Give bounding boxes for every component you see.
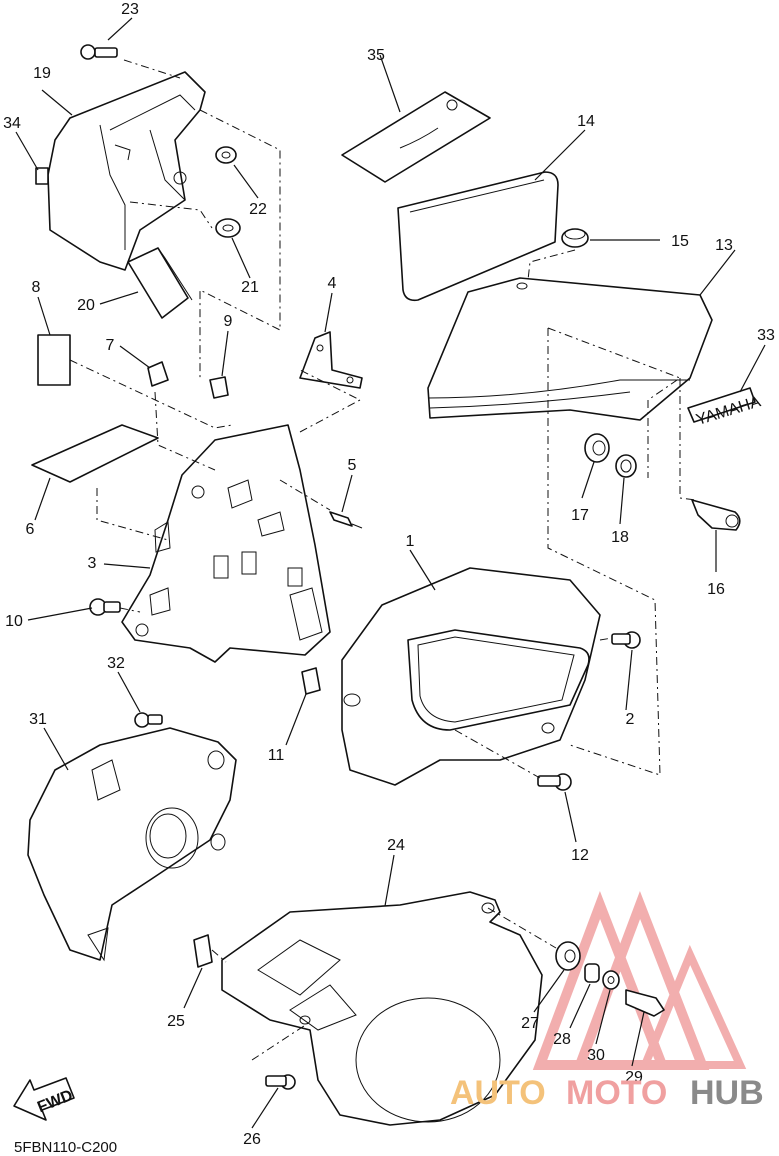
part-15-grommet xyxy=(561,228,589,248)
callout-5: 5 xyxy=(348,457,357,474)
callout-10: 10 xyxy=(5,613,23,630)
leader-lines xyxy=(15,17,766,1129)
callout-11: 11 xyxy=(268,747,285,764)
callout-24: 24 xyxy=(387,837,405,854)
callout-30: 30 xyxy=(587,1047,605,1064)
part-30-washer xyxy=(602,970,620,990)
callout-29: 29 xyxy=(625,1069,643,1086)
part-12-bolt xyxy=(537,773,572,791)
part-14-panel xyxy=(397,171,559,302)
callout-18: 18 xyxy=(611,529,629,546)
watermark-hub: HUB xyxy=(690,1074,764,1112)
part-5-pin xyxy=(329,511,363,529)
part-10-bolt xyxy=(89,598,121,616)
callout-28: 28 xyxy=(553,1031,571,1048)
callout-22: 22 xyxy=(249,201,267,218)
callout-21: 21 xyxy=(241,279,259,296)
callout-3: 3 xyxy=(88,555,97,572)
callout-19: 19 xyxy=(33,65,51,82)
callout-35: 35 xyxy=(367,47,385,64)
callout-16: 16 xyxy=(707,581,725,598)
part-33-decal: YAMAHA xyxy=(687,387,763,429)
callout-6: 6 xyxy=(26,521,35,538)
callout-15: 15 xyxy=(671,233,689,250)
part-13-side-cover xyxy=(427,277,713,421)
part-31-cover xyxy=(27,727,237,962)
callout-14: 14 xyxy=(577,113,595,130)
part-6-sheet xyxy=(31,424,159,483)
part-17-grommet xyxy=(584,433,610,463)
callout-8: 8 xyxy=(32,279,41,296)
callout-25: 25 xyxy=(167,1013,185,1030)
callout-4: 4 xyxy=(328,275,337,292)
part-27-grommet xyxy=(555,941,581,971)
part-3-battery-box xyxy=(121,424,331,663)
part-1-cover xyxy=(341,567,601,786)
callout-32: 32 xyxy=(107,655,125,672)
callout-31: 31 xyxy=(29,711,47,728)
part-29-bolt xyxy=(625,989,665,1017)
callout-2: 2 xyxy=(626,711,635,728)
callout-33: 33 xyxy=(757,327,775,344)
watermark-auto: AUTO xyxy=(450,1074,546,1112)
callout-26: 26 xyxy=(243,1131,261,1148)
part-16-lock xyxy=(691,499,741,531)
part-19-cover xyxy=(47,71,206,271)
part-18-collar xyxy=(615,454,637,478)
callout-13: 13 xyxy=(715,237,733,254)
part-24-crankcase-cover xyxy=(221,891,543,1126)
callout-1: 1 xyxy=(406,533,415,550)
part-8-pad xyxy=(37,334,71,386)
part-9-nut xyxy=(209,376,229,399)
callout-12: 12 xyxy=(571,847,589,864)
part-34-label xyxy=(35,167,49,185)
part-26-bolt xyxy=(265,1074,296,1090)
callout-17: 17 xyxy=(571,507,589,524)
watermark-text: AUTO MOTO HUB xyxy=(450,1074,764,1112)
fwd-arrow-icon: FWD xyxy=(13,1077,75,1121)
part-11-clip-nut xyxy=(301,667,321,695)
part-4-bracket xyxy=(299,331,363,389)
callout-7: 7 xyxy=(106,337,115,354)
part-22-grommet xyxy=(215,146,237,164)
callout-23: 23 xyxy=(121,1,139,18)
part-28-collar xyxy=(584,963,600,983)
diagram-code: 5FBN110-C200 xyxy=(14,1139,117,1156)
callout-numbers: 23 19 34 22 21 20 8 7 9 4 5 6 3 1 10 2 1… xyxy=(3,1,775,1148)
part-25-dowel xyxy=(193,934,213,968)
part-23-bolt xyxy=(80,44,118,60)
part-20-foam-block xyxy=(127,247,193,319)
callout-27: 27 xyxy=(521,1015,539,1032)
callout-20: 20 xyxy=(77,297,95,314)
callout-9: 9 xyxy=(224,313,233,330)
dashed-lines xyxy=(69,59,697,1061)
part-35-pad xyxy=(341,91,491,183)
part-7-clip xyxy=(147,361,169,387)
part-2-bolt xyxy=(611,631,641,649)
watermark-moto: MOTO xyxy=(566,1074,667,1112)
part-21-grommet xyxy=(215,218,241,238)
part-32-bolt xyxy=(134,712,163,728)
callout-34: 34 xyxy=(3,115,21,132)
